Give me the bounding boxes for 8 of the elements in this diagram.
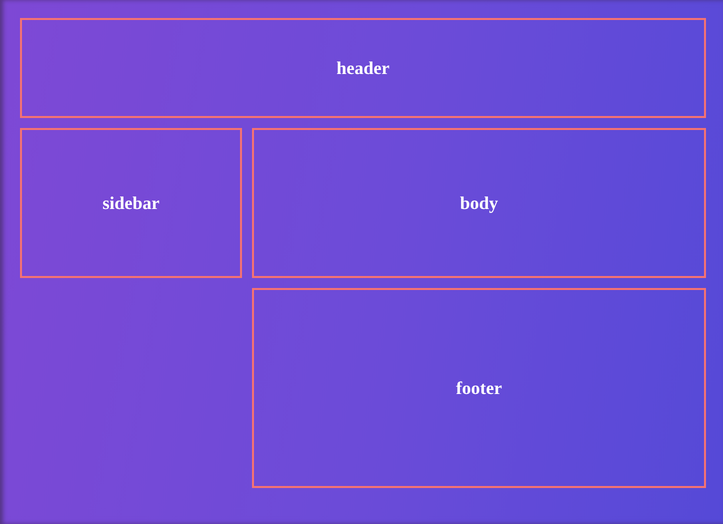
region-box <box>252 128 706 278</box>
region-box <box>252 288 706 488</box>
region-label: header <box>336 57 390 79</box>
region-label: footer <box>456 377 502 399</box>
region-label: body <box>460 192 498 214</box>
region-box <box>20 128 242 278</box>
region-box <box>20 18 706 118</box>
region-label: sidebar <box>102 192 160 214</box>
